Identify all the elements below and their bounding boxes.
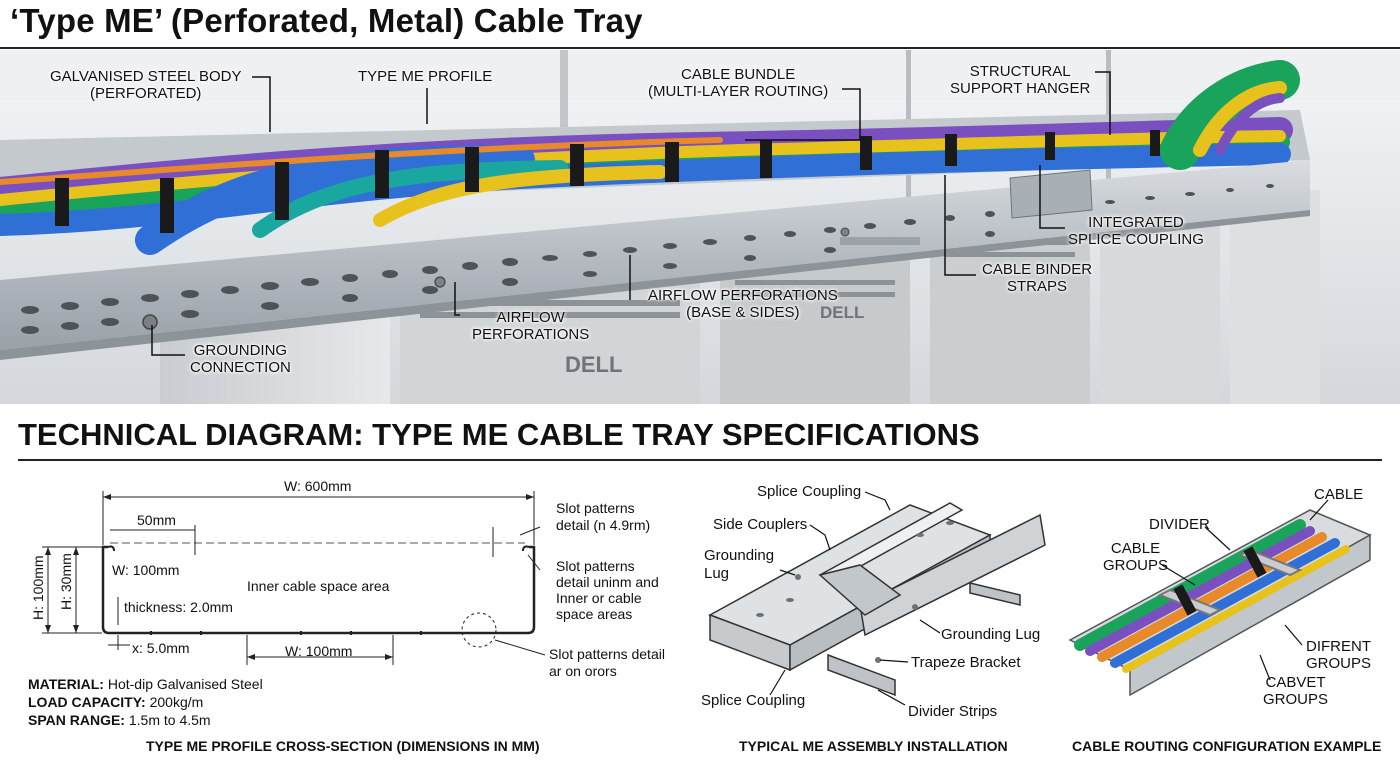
section-heading: TECHNICAL DIAGRAM: TYPE ME CABLE TRAY SP… xyxy=(18,417,980,452)
label-divider-strips: Divider Strips xyxy=(908,703,998,720)
inner-space-label: Inner cable space area xyxy=(247,578,390,594)
cable-bundles xyxy=(0,60,1300,255)
binder-straps xyxy=(55,130,1160,233)
cable-tray-illustration: DELL DELL xyxy=(0,50,1400,404)
callout-splice-coupling: INTEGRATED SPLICE COUPLING xyxy=(1068,214,1204,248)
server-brand-2: DELL xyxy=(820,303,864,322)
dim-width-600: W: 600mm xyxy=(284,478,352,494)
dim-width-100-bottom: W: 100mm xyxy=(285,643,353,659)
callout-airflow-base-sides: AIRFLOW PERFORATIONS (BASE & SIDES) xyxy=(648,287,838,321)
spec-material: MATERIAL: Hot-dip Galvanised Steel xyxy=(28,676,263,692)
label-divider: DIVIDER xyxy=(1149,516,1210,533)
dim-x: x: 5.0mm xyxy=(132,640,190,656)
label-trapeze-bracket: Trapeze Bracket xyxy=(911,654,1021,671)
spec-span: SPAN RANGE: 1.5m to 4.5m xyxy=(28,712,211,728)
callout-grounding-connection: GROUNDING CONNECTION xyxy=(190,342,291,376)
splice-plate xyxy=(1009,169,1093,219)
label-splice-coupling-bottom: Splice Coupling xyxy=(701,692,806,709)
callout-support-hanger: STRUCTURAL SUPPORT HANGER xyxy=(950,63,1091,97)
routing-cables xyxy=(1074,519,1350,673)
grounding-bolt xyxy=(142,314,158,330)
caption-cross-section: TYPE ME PROFILE CROSS-SECTION (DIMENSION… xyxy=(146,738,540,754)
dim-height-30: H: 30mm xyxy=(58,553,74,610)
title-divider xyxy=(0,47,1400,49)
callout-leaders xyxy=(151,71,1111,356)
callout-airflow-perforations: AIRFLOW PERFORATIONS xyxy=(472,309,590,343)
label-difrent-groups: DIFRENT GROUPS xyxy=(1306,638,1372,672)
caption-routing: CABLE ROUTING CONFIGURATION EXAMPLE xyxy=(1072,738,1382,754)
label-splice-coupling-top: Splice Coupling xyxy=(757,483,862,500)
page-title: ‘Type ME’ (Perforated, Metal) Cable Tray xyxy=(10,2,643,39)
dim-height-100: H: 100mm xyxy=(30,555,46,620)
label-side-couplers: Side Couplers xyxy=(713,516,808,533)
spec-load: LOAD CAPACITY: 200kg/m xyxy=(28,694,204,710)
label-cable: CABLE xyxy=(1314,486,1364,503)
tray-front-wall xyxy=(0,160,1310,350)
spec-list: MATERIAL: Hot-dip Galvanised Steel LOAD … xyxy=(28,675,263,729)
note-slot-1: Slot patterns detail (n 4.9rm) xyxy=(556,500,651,533)
dim-lip-50: 50mm xyxy=(137,512,176,528)
section-divider xyxy=(18,459,1382,461)
cable-tray-photo: DELL DELL xyxy=(0,50,1400,404)
callout-binder-straps: CABLE BINDER STRAPS xyxy=(982,261,1093,295)
callout-galvanised-steel: GALVANISED STEEL BODY (PERFORATED) xyxy=(50,68,242,102)
label-grounding-lug-left: Grounding Lug xyxy=(704,547,775,582)
caption-assembly: TYPICAL ME ASSEMBLY INSTALLATION xyxy=(739,738,1008,754)
dim-thickness: thickness: 2.0mm xyxy=(124,599,233,615)
dim-width-100-top: W: 100mm xyxy=(112,562,180,578)
cross-section-diagram xyxy=(42,491,546,665)
note-slot-3: Slot patterns detail ar on orors xyxy=(549,646,665,679)
server-brand-1: DELL xyxy=(565,352,622,377)
note-slot-2: Slot patterns detail uninm and Inner or … xyxy=(556,558,659,622)
routing-diagram xyxy=(1068,499,1372,697)
assembly-diagram xyxy=(708,491,1046,706)
label-cable-groups: CABLE GROUPS xyxy=(1103,540,1169,574)
callout-cable-bundle: CABLE BUNDLE (MULTI-LAYER ROUTING) xyxy=(648,66,829,100)
label-cabvet-groups: CABVET GROUPS xyxy=(1263,674,1329,708)
label-grounding-lug-right: Grounding Lug xyxy=(941,626,1041,643)
callout-type-me-profile: TYPE ME PROFILE xyxy=(358,68,493,85)
